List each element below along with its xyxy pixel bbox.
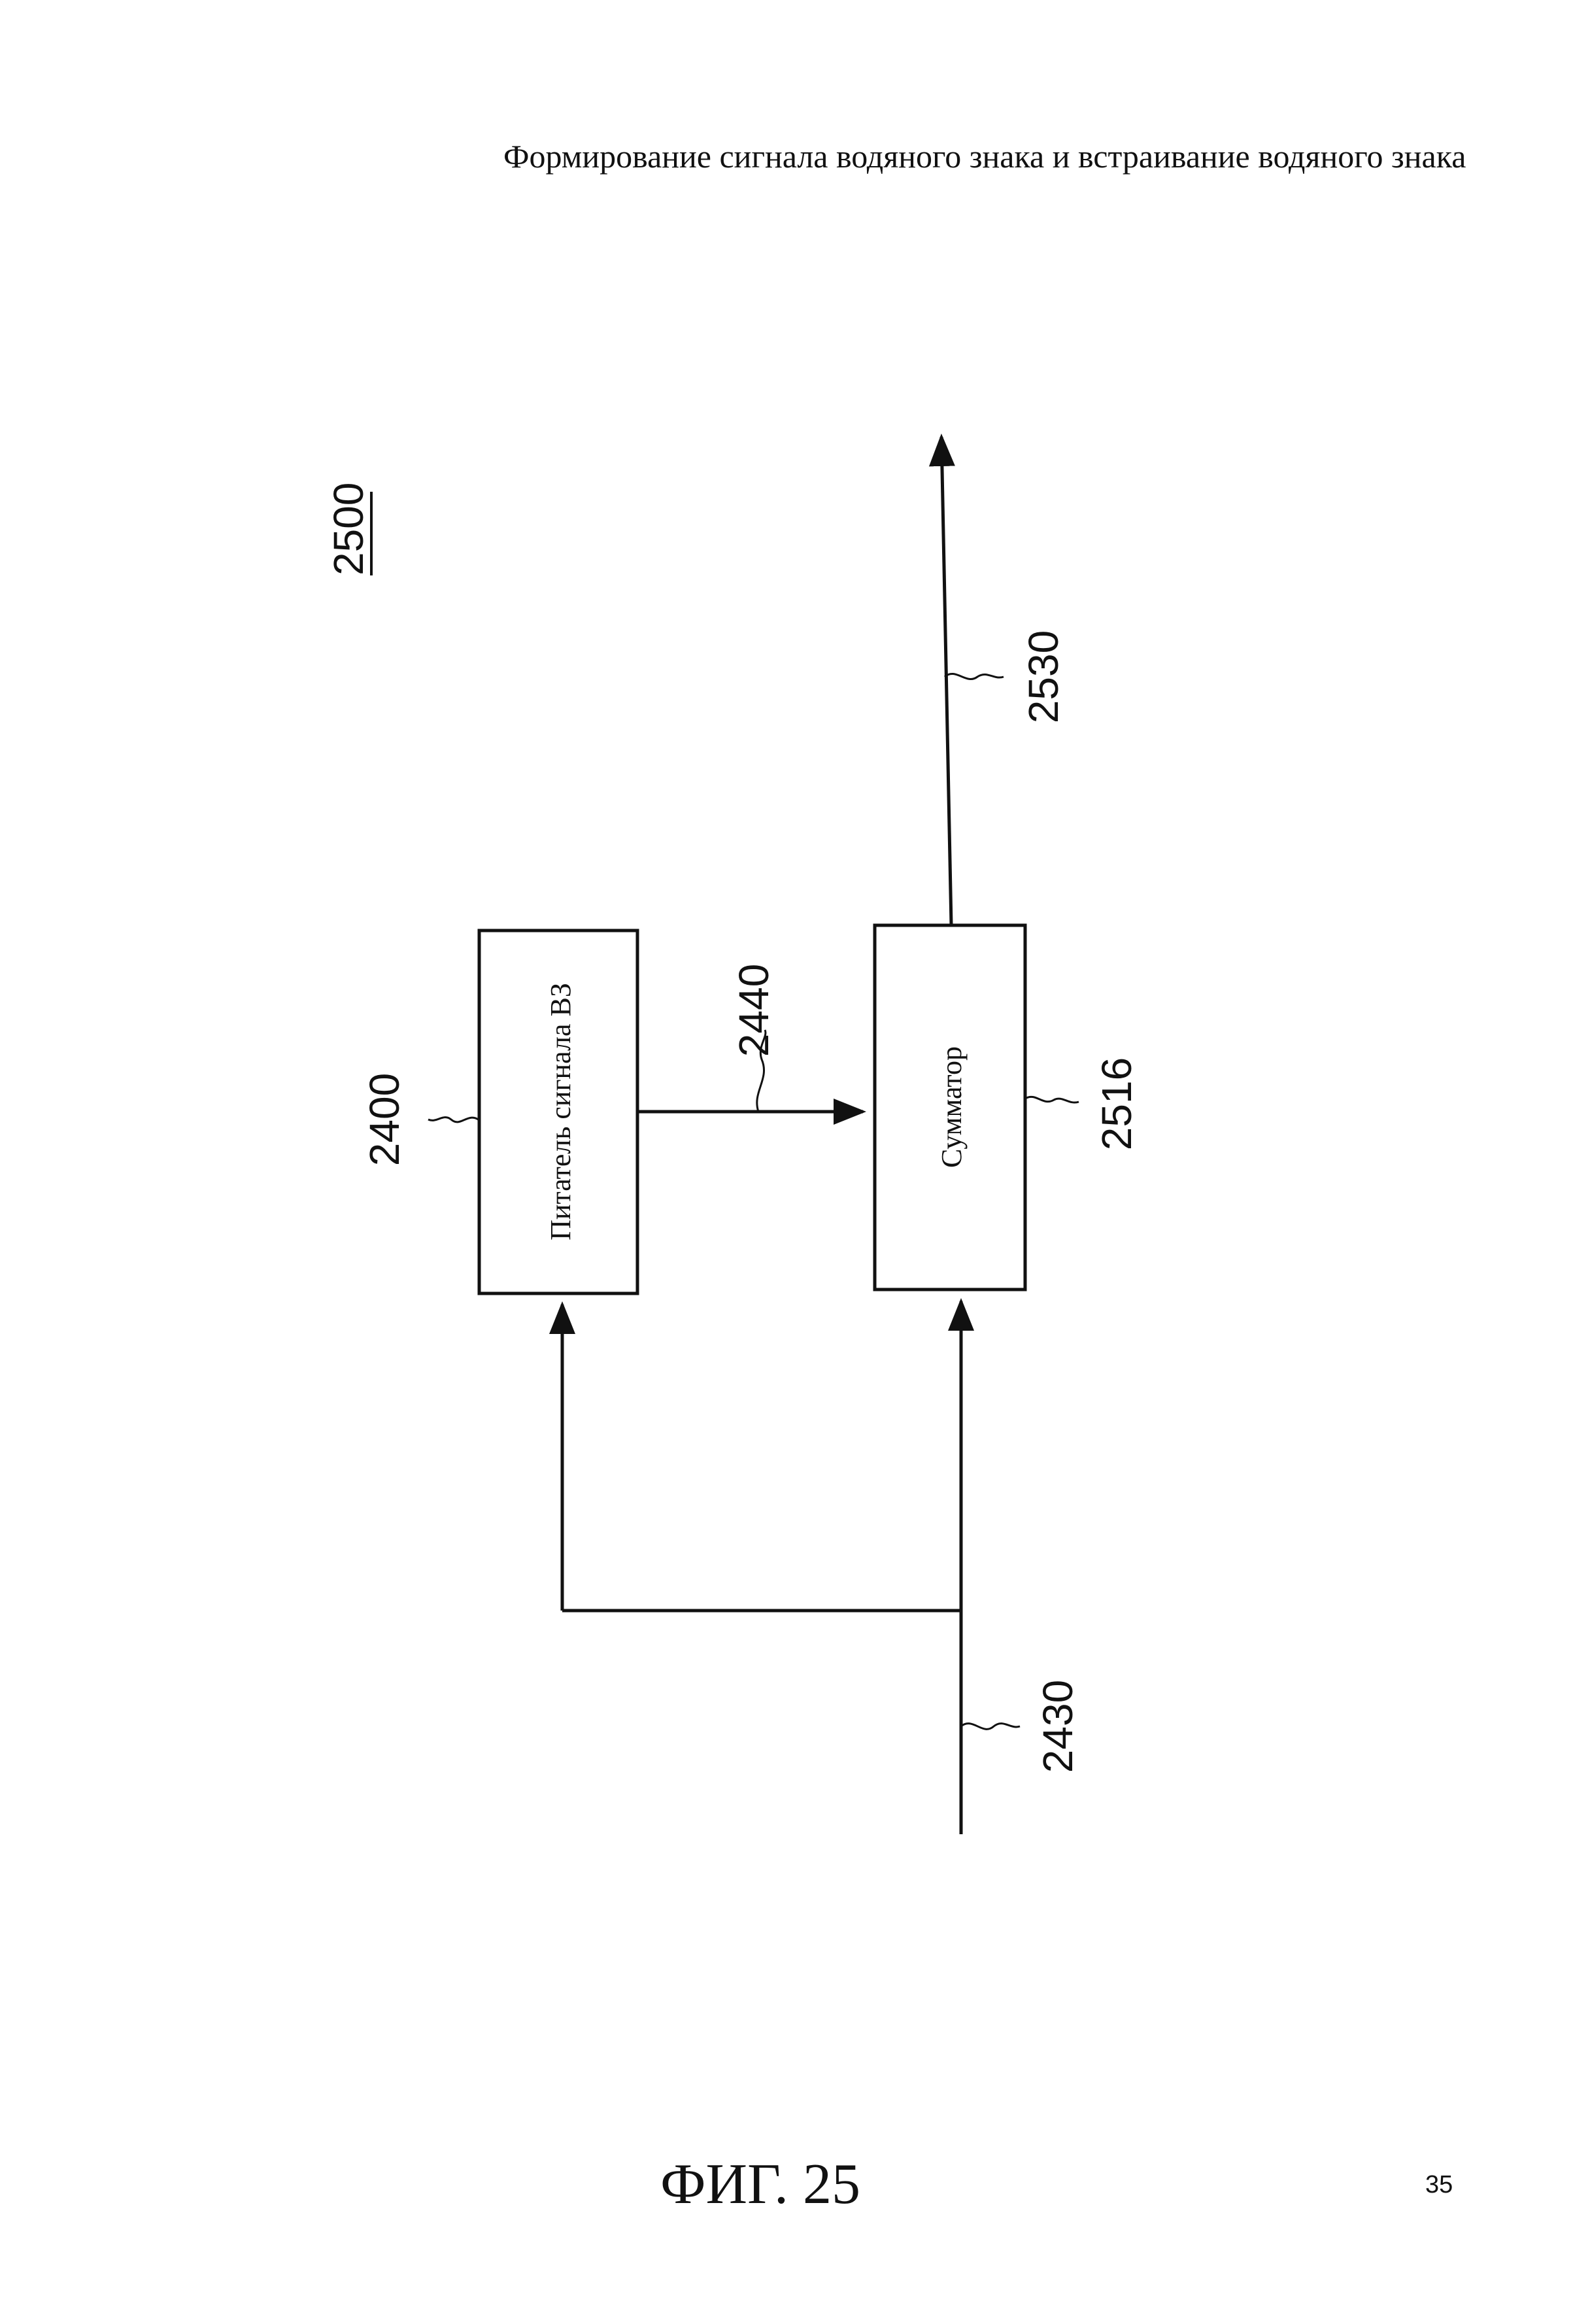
output-signal-line: [928, 434, 955, 926]
signal-feeder-label: Питатель сигнала ВЗ: [545, 983, 577, 1240]
label-2530: 2530: [1020, 630, 1067, 723]
figure-number: 2500: [325, 483, 373, 575]
page-number: 35: [1425, 2171, 1453, 2198]
leader-2440: [756, 1029, 767, 1112]
leader-2530: [944, 672, 1004, 681]
page-header-title: Формирование сигнала водяного знака и вс…: [503, 138, 1466, 175]
leader-2516: [1024, 1096, 1079, 1104]
label-2440: 2440: [730, 964, 777, 1057]
label-2400: 2400: [361, 1073, 408, 1166]
figure-number-text: 2500: [325, 483, 372, 575]
figure-caption: ФИГ. 25: [660, 2153, 861, 2216]
adder-block: [873, 923, 1027, 1291]
leader-2400: [428, 1116, 480, 1123]
label-2430: 2430: [1034, 1680, 1081, 1773]
leader-2430: [960, 1722, 1021, 1730]
signal-feeder-block: [477, 929, 639, 1295]
adder-label: Сумматор: [936, 1046, 968, 1168]
label-2516: 2516: [1093, 1057, 1140, 1150]
